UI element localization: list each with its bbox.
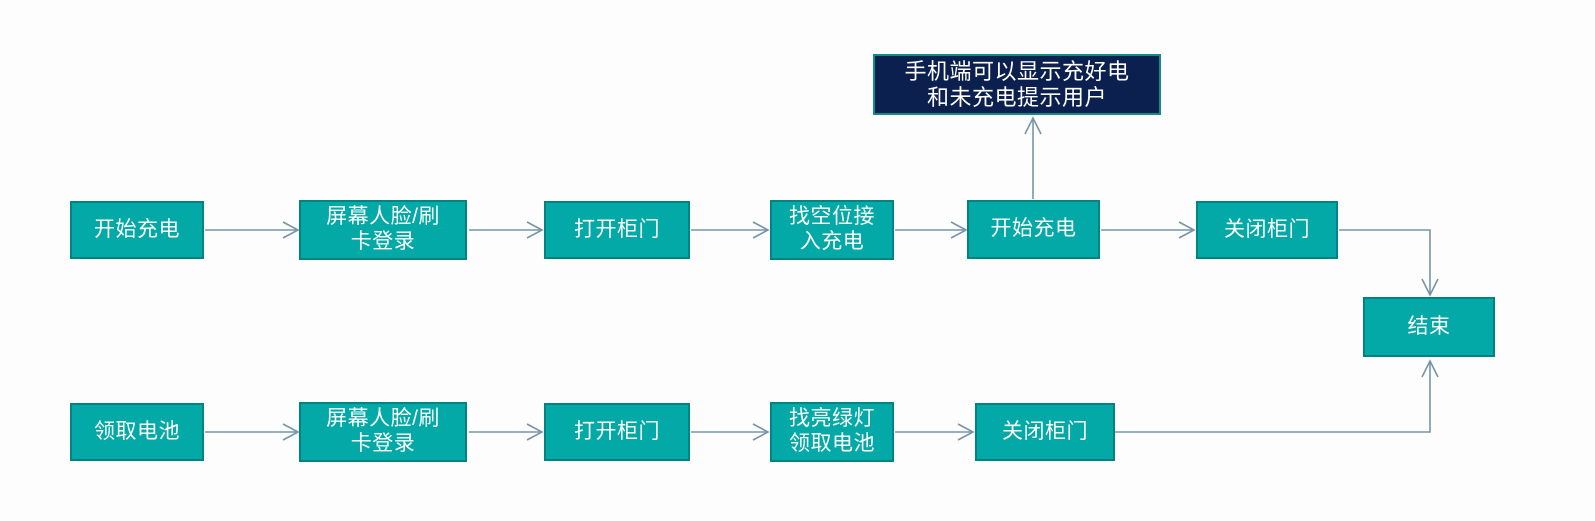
- node-r2-open-door[interactable]: 打开柜门: [544, 403, 690, 461]
- node-r1-open-door[interactable]: 打开柜门: [544, 201, 690, 259]
- node-r2-close-door[interactable]: 关闭柜门: [975, 403, 1115, 461]
- edge-r2-opendoor-to-findgreen: [691, 423, 770, 441]
- edge-r2-findgreen-to-closedoor: [895, 423, 975, 441]
- edge-r2-closedoor-to-end: [1115, 359, 1439, 433]
- node-r2-find-green-light[interactable]: 找亮绿灯 领取电池: [770, 402, 894, 462]
- node-r1-find-empty-slot[interactable]: 找空位接 入充电: [770, 200, 894, 260]
- node-r1-begin-charging[interactable]: 开始充电: [967, 200, 1100, 259]
- edge-r1-start-to-login: [205, 221, 300, 239]
- edge-r1-findslot-to-begincharge: [895, 221, 968, 239]
- edge-r1-login-to-opendoor: [469, 221, 544, 239]
- note-phone-notification[interactable]: 手机端可以显示充好电 和未充电提示用户: [873, 54, 1161, 115]
- node-r1-start-charge[interactable]: 开始充电: [70, 201, 204, 259]
- node-r2-screen-login[interactable]: 屏幕人脸/刷 卡登录: [299, 402, 467, 462]
- edge-r2-login-to-opendoor: [469, 423, 544, 441]
- edge-r1-closedoor-to-end: [1339, 229, 1439, 297]
- node-r1-screen-login[interactable]: 屏幕人脸/刷 卡登录: [299, 200, 467, 260]
- node-r2-take-battery[interactable]: 领取电池: [70, 403, 204, 461]
- node-r1-close-door[interactable]: 关闭柜门: [1196, 201, 1338, 259]
- edge-r1-begincharge-to-closedoor: [1101, 221, 1196, 239]
- edge-r1-opendoor-to-findslot: [691, 221, 770, 239]
- node-end[interactable]: 结束: [1363, 297, 1495, 357]
- edge-r1-begincharge-to-note: [1024, 116, 1042, 199]
- edge-r2-takebattery-to-login: [205, 423, 300, 441]
